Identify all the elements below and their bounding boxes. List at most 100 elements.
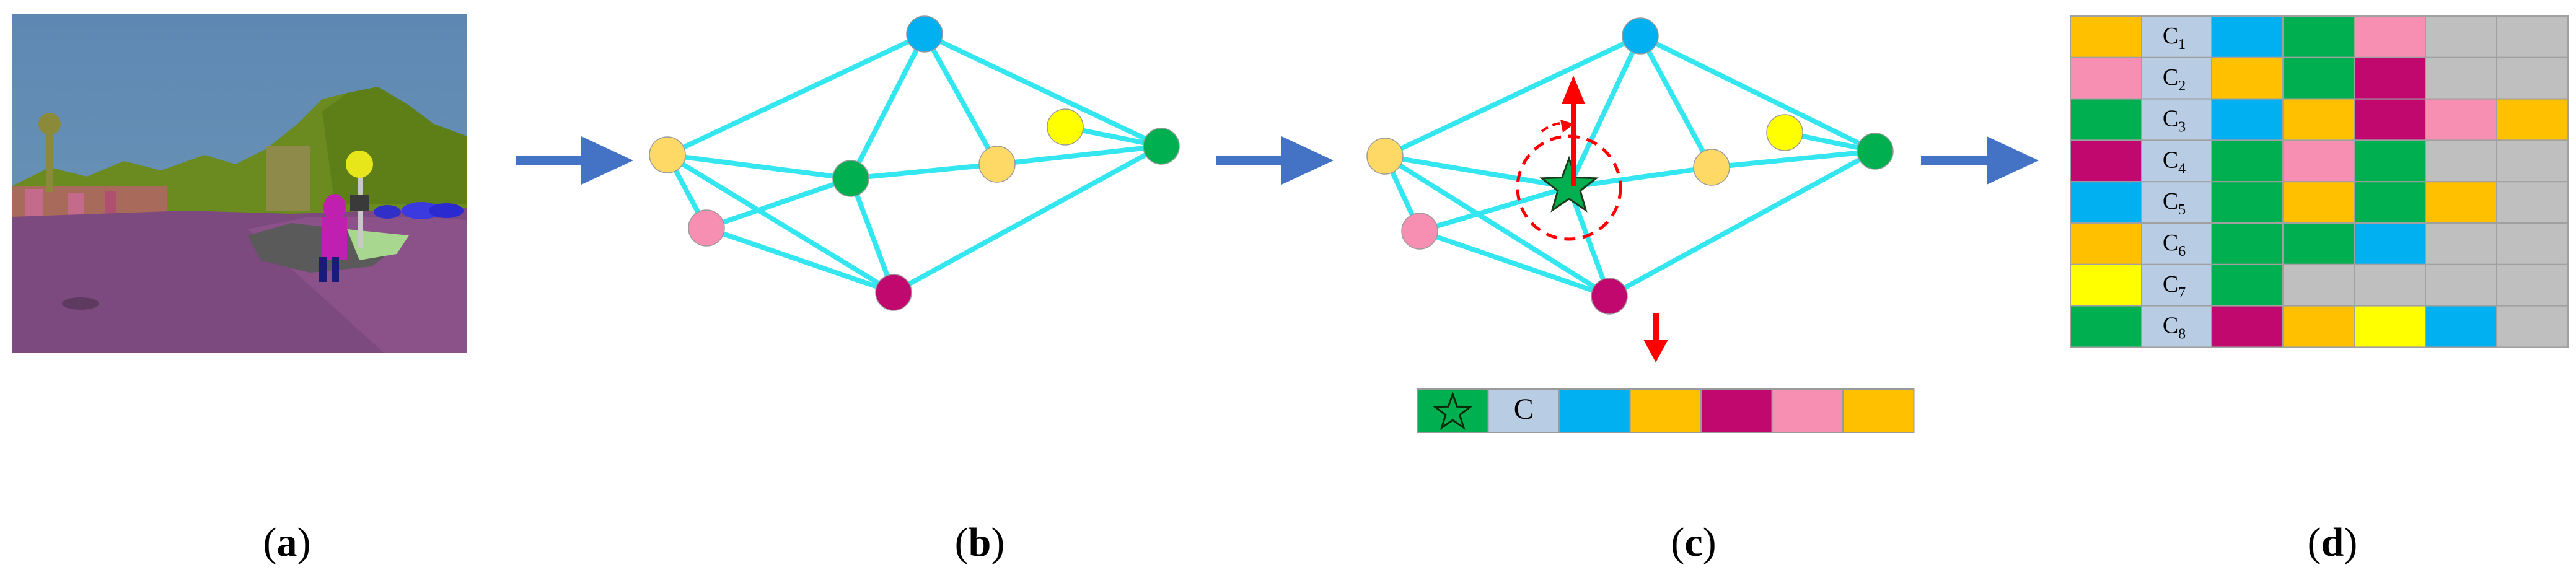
query-star-node <box>1539 156 1599 213</box>
graph-edge <box>705 176 852 230</box>
table-cell <box>2282 222 2355 265</box>
table-row-label-cell <box>2141 181 2212 224</box>
table-cell <box>2211 222 2284 265</box>
query-cell <box>1558 388 1631 433</box>
query-cell <box>1700 388 1773 433</box>
table-row-first-cell <box>2070 181 2142 224</box>
scene-graph-c <box>1366 17 1894 315</box>
table-cell <box>2354 139 2426 183</box>
query-indicator <box>1516 76 1668 362</box>
table-row-first-cell <box>2070 263 2142 307</box>
table-cell <box>2496 222 2569 265</box>
table-cell <box>2211 305 2284 348</box>
graph-node-top <box>906 15 943 53</box>
graph-node-bottom <box>875 274 912 311</box>
table-cell <box>2354 15 2426 58</box>
query-cell <box>1842 388 1915 433</box>
graph-edge <box>922 33 1000 165</box>
graph-node-yellow <box>1766 114 1803 151</box>
graph-edge <box>1638 35 1714 169</box>
table-cell <box>2211 56 2284 100</box>
graph-node-top <box>1622 17 1659 55</box>
table-row-first-cell <box>2070 15 2142 58</box>
query-vector: C <box>1417 388 1915 433</box>
table-cell <box>2211 139 2284 183</box>
graph-edge <box>1567 35 1643 188</box>
table-row-first-cell <box>2070 56 2142 100</box>
table-cell <box>2282 56 2355 100</box>
table-cell <box>2354 305 2426 348</box>
star-icon <box>1432 391 1474 431</box>
graph-node-pink <box>688 209 725 247</box>
table-row-first-cell <box>2070 222 2142 265</box>
table-cell <box>2496 139 2569 183</box>
arrow-c-to-d <box>1921 136 2039 185</box>
graph-edge <box>1568 165 1712 190</box>
graph-node-right <box>1143 128 1180 165</box>
table-cell <box>2425 305 2497 348</box>
table-cell <box>2354 98 2426 141</box>
graph-edge <box>850 162 998 181</box>
caption-d: (d) <box>2307 520 2358 565</box>
graph-edge <box>1608 149 1876 299</box>
table-cell <box>2211 181 2284 224</box>
up-arrow-shaft <box>1571 99 1576 186</box>
graph-edge <box>1383 154 1611 299</box>
graph-node-left <box>649 136 686 173</box>
table-cell <box>2282 305 2355 348</box>
table-cell <box>2496 305 2569 348</box>
table-cell <box>2211 263 2284 307</box>
query-cell <box>1771 388 1844 433</box>
graph-edge <box>848 33 927 180</box>
graph-edge <box>848 177 896 294</box>
down-arrow-shaft <box>1653 313 1659 344</box>
table-cell <box>2496 15 2569 58</box>
table-cell <box>2282 263 2355 307</box>
table-cell <box>2425 15 2497 58</box>
table-cell <box>2425 263 2497 307</box>
caption-b: (b) <box>954 520 1005 565</box>
table-cell <box>2496 263 2569 307</box>
graph-node-pink <box>1401 213 1438 250</box>
query-label-text: C <box>1514 393 1534 426</box>
table-cell <box>2496 98 2569 141</box>
graph-node-left <box>1366 138 1404 175</box>
graph-edge <box>892 144 1163 295</box>
table-row-first-cell <box>2070 139 2142 183</box>
graph-edge <box>996 144 1162 167</box>
graph-node-right <box>1857 133 1894 170</box>
table-cell <box>2282 139 2355 183</box>
graph-edge <box>666 32 926 157</box>
graph-edge <box>1639 33 1876 154</box>
graph-edge <box>705 226 895 295</box>
table-row-label: C3 <box>2163 106 2186 136</box>
table-cell <box>2211 98 2284 141</box>
table-cell <box>2354 263 2426 307</box>
table-row-label-cell <box>2141 56 2212 100</box>
arrow-b-to-c <box>1216 136 1334 185</box>
graph-node-center <box>832 160 869 197</box>
table-cell <box>2354 222 2426 265</box>
graph-edge <box>1418 185 1570 234</box>
arrow-a-to-b <box>516 136 633 185</box>
table-cell <box>2425 181 2497 224</box>
scene-graph-b <box>649 15 1180 311</box>
graph-edge <box>666 152 895 295</box>
table-cell <box>2425 139 2497 183</box>
table-cell <box>2425 56 2497 100</box>
up-arrow-head <box>1562 76 1585 104</box>
graph-node-yellow <box>1047 108 1084 146</box>
graph-node-bottom <box>1591 278 1628 315</box>
table-cell <box>2282 181 2355 224</box>
table-cell <box>2496 56 2569 100</box>
graph-edge <box>667 152 851 181</box>
table-cell <box>2496 181 2569 224</box>
table-cell <box>2425 222 2497 265</box>
table-row-label-cell <box>2141 98 2212 141</box>
segmentation-image <box>12 14 467 353</box>
table-cell <box>2282 98 2355 141</box>
table-row-first-cell <box>2070 305 2142 348</box>
query-cell-label <box>1487 388 1560 433</box>
